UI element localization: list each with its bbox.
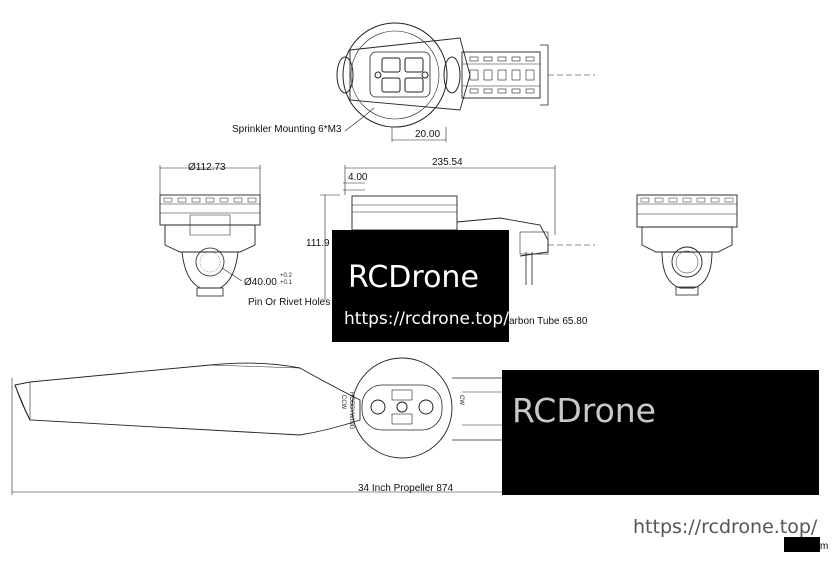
watermark-brand-right: RCDrone bbox=[512, 391, 656, 430]
prop-mark-ccw: CCW bbox=[340, 395, 346, 410]
pin-rivet-holes-label: Pin Or Rivet Holes ( bbox=[248, 297, 337, 308]
sprinkler-mounting-label: Sprinkler Mounting 6*M3 bbox=[232, 124, 342, 135]
carbon-tube-label: arbon Tube 65.80 bbox=[509, 316, 588, 327]
right-side-view bbox=[636, 194, 738, 296]
dimension-235-label: 235.54 bbox=[432, 157, 463, 168]
diameter-112-label: Ø112.73 bbox=[188, 162, 226, 173]
top-view bbox=[336, 22, 595, 142]
watermark-bar-bottom bbox=[784, 537, 820, 552]
watermark-box-right bbox=[502, 370, 819, 495]
dimension-20-label: 20.00 bbox=[415, 129, 440, 140]
propeller-label: 34 Inch Propeller 874 bbox=[358, 483, 454, 494]
watermark-url-bottom: https://rcdrone.top/ bbox=[633, 516, 818, 538]
m-suffix: m bbox=[820, 541, 828, 552]
motor-top-outline bbox=[342, 22, 448, 128]
watermark-url-center: https://rcdrone.top/ bbox=[344, 309, 509, 329]
watermark-brand-center: RCDrone bbox=[348, 260, 479, 295]
propeller-view bbox=[11, 357, 505, 495]
tolerance-minus: +0.1 bbox=[280, 280, 293, 286]
dimension-111-label: 111.9 bbox=[306, 238, 330, 249]
prop-mark-cw: CW bbox=[458, 395, 464, 405]
left-side-view bbox=[159, 165, 261, 297]
prop-mark-brand: HOBBYWING bbox=[348, 392, 354, 430]
dimension-4-label: 4.00 bbox=[348, 172, 368, 183]
tolerance-plus: +0.2 bbox=[280, 273, 293, 279]
diameter-40-label: Ø40.00 bbox=[244, 277, 277, 288]
watermark-box-center bbox=[332, 230, 509, 342]
